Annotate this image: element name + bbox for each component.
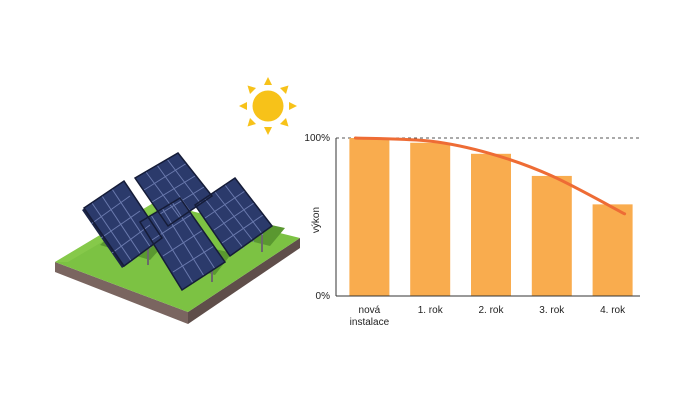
y-axis-title: výkon: [311, 207, 322, 233]
x-tick-label-2: 2. rok: [478, 305, 504, 316]
sun-icon: [239, 77, 297, 135]
x-tick-label-1: 1. rok: [418, 305, 444, 316]
bar-2: [471, 153, 511, 296]
x-tick-label-3: 3. rok: [539, 305, 565, 316]
bar-4: [592, 204, 633, 296]
x-tick-label-4: 4. rok: [600, 305, 626, 316]
bar-1: [410, 142, 451, 296]
bar-0: [349, 138, 390, 296]
y-tick-label-0: 0%: [316, 291, 331, 302]
bar-3: [531, 175, 572, 296]
bars-group: [349, 138, 633, 296]
solar-panel-array-icon: [55, 152, 300, 324]
y-tick-label-100: 100%: [304, 133, 330, 144]
trend-line: [353, 136, 627, 216]
